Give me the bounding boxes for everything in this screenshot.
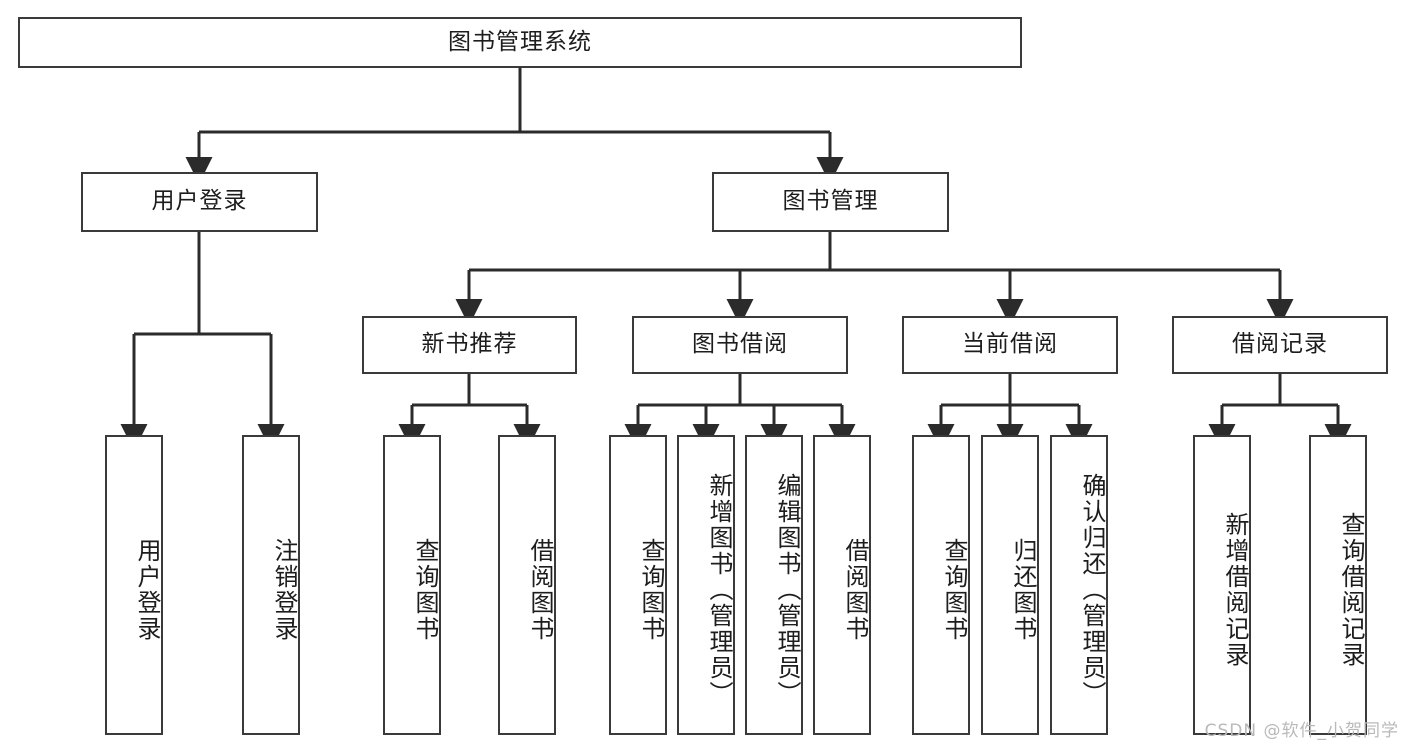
node-label: 图书管理 (782, 188, 879, 215)
node-label: 编辑图书（管理员） (773, 473, 801, 707)
node-label: 注销登录 (270, 538, 298, 642)
node-label: 当前借阅 (962, 331, 1058, 358)
node-label: 归还图书 (1009, 538, 1037, 642)
node-current-borrow[interactable]: 当前借阅 (902, 316, 1118, 374)
node-label: 图书借阅 (692, 331, 788, 358)
leaf-book-borrow-query[interactable]: 查询图书 (609, 435, 667, 735)
csdn-watermark: CSDN @软件_小贺同学 (1204, 721, 1399, 741)
leaf-book-borrow-add[interactable]: 新增图书（管理员） (677, 435, 735, 735)
node-label: 新书推荐 (421, 331, 518, 358)
leaf-user-login-login[interactable]: 用户登录 (105, 435, 163, 735)
node-root-system[interactable]: 图书管理系统 (18, 17, 1022, 68)
leaf-new-book-query[interactable]: 查询图书 (383, 435, 441, 735)
leaf-current-borrow-confirm-return[interactable]: 确认归还（管理员） (1050, 435, 1108, 735)
leaf-new-book-borrow[interactable]: 借阅图书 (498, 435, 556, 735)
node-label: 查询图书 (637, 538, 665, 642)
node-label: 图书管理系统 (448, 28, 592, 55)
node-book-management[interactable]: 图书管理 (712, 172, 949, 232)
leaf-current-borrow-return[interactable]: 归还图书 (981, 435, 1039, 735)
node-label: 新增借阅记录 (1221, 512, 1249, 668)
leaf-borrow-record-query[interactable]: 查询借阅记录 (1309, 435, 1367, 735)
node-label: 用户登录 (151, 188, 248, 215)
leaf-borrow-record-add[interactable]: 新增借阅记录 (1193, 435, 1251, 735)
node-label: 新增图书（管理员） (705, 473, 733, 707)
node-label: 借阅记录 (1232, 331, 1328, 358)
node-new-book-recommend[interactable]: 新书推荐 (362, 316, 577, 374)
leaf-current-borrow-query[interactable]: 查询图书 (912, 435, 970, 735)
leaf-book-borrow-edit[interactable]: 编辑图书（管理员） (745, 435, 803, 735)
node-book-borrow[interactable]: 图书借阅 (632, 316, 848, 374)
node-label: 借阅图书 (526, 538, 554, 642)
node-label: 借阅图书 (841, 538, 869, 642)
leaf-user-login-logout[interactable]: 注销登录 (242, 435, 300, 735)
leaf-book-borrow-borrow[interactable]: 借阅图书 (813, 435, 871, 735)
node-user-login[interactable]: 用户登录 (81, 172, 318, 232)
node-label: 查询图书 (411, 538, 439, 642)
node-label: 查询借阅记录 (1337, 512, 1365, 668)
node-borrow-record[interactable]: 借阅记录 (1172, 316, 1388, 374)
node-label: 查询图书 (940, 538, 968, 642)
node-label: 确认归还（管理员） (1078, 473, 1106, 707)
node-label: 用户登录 (133, 538, 161, 642)
